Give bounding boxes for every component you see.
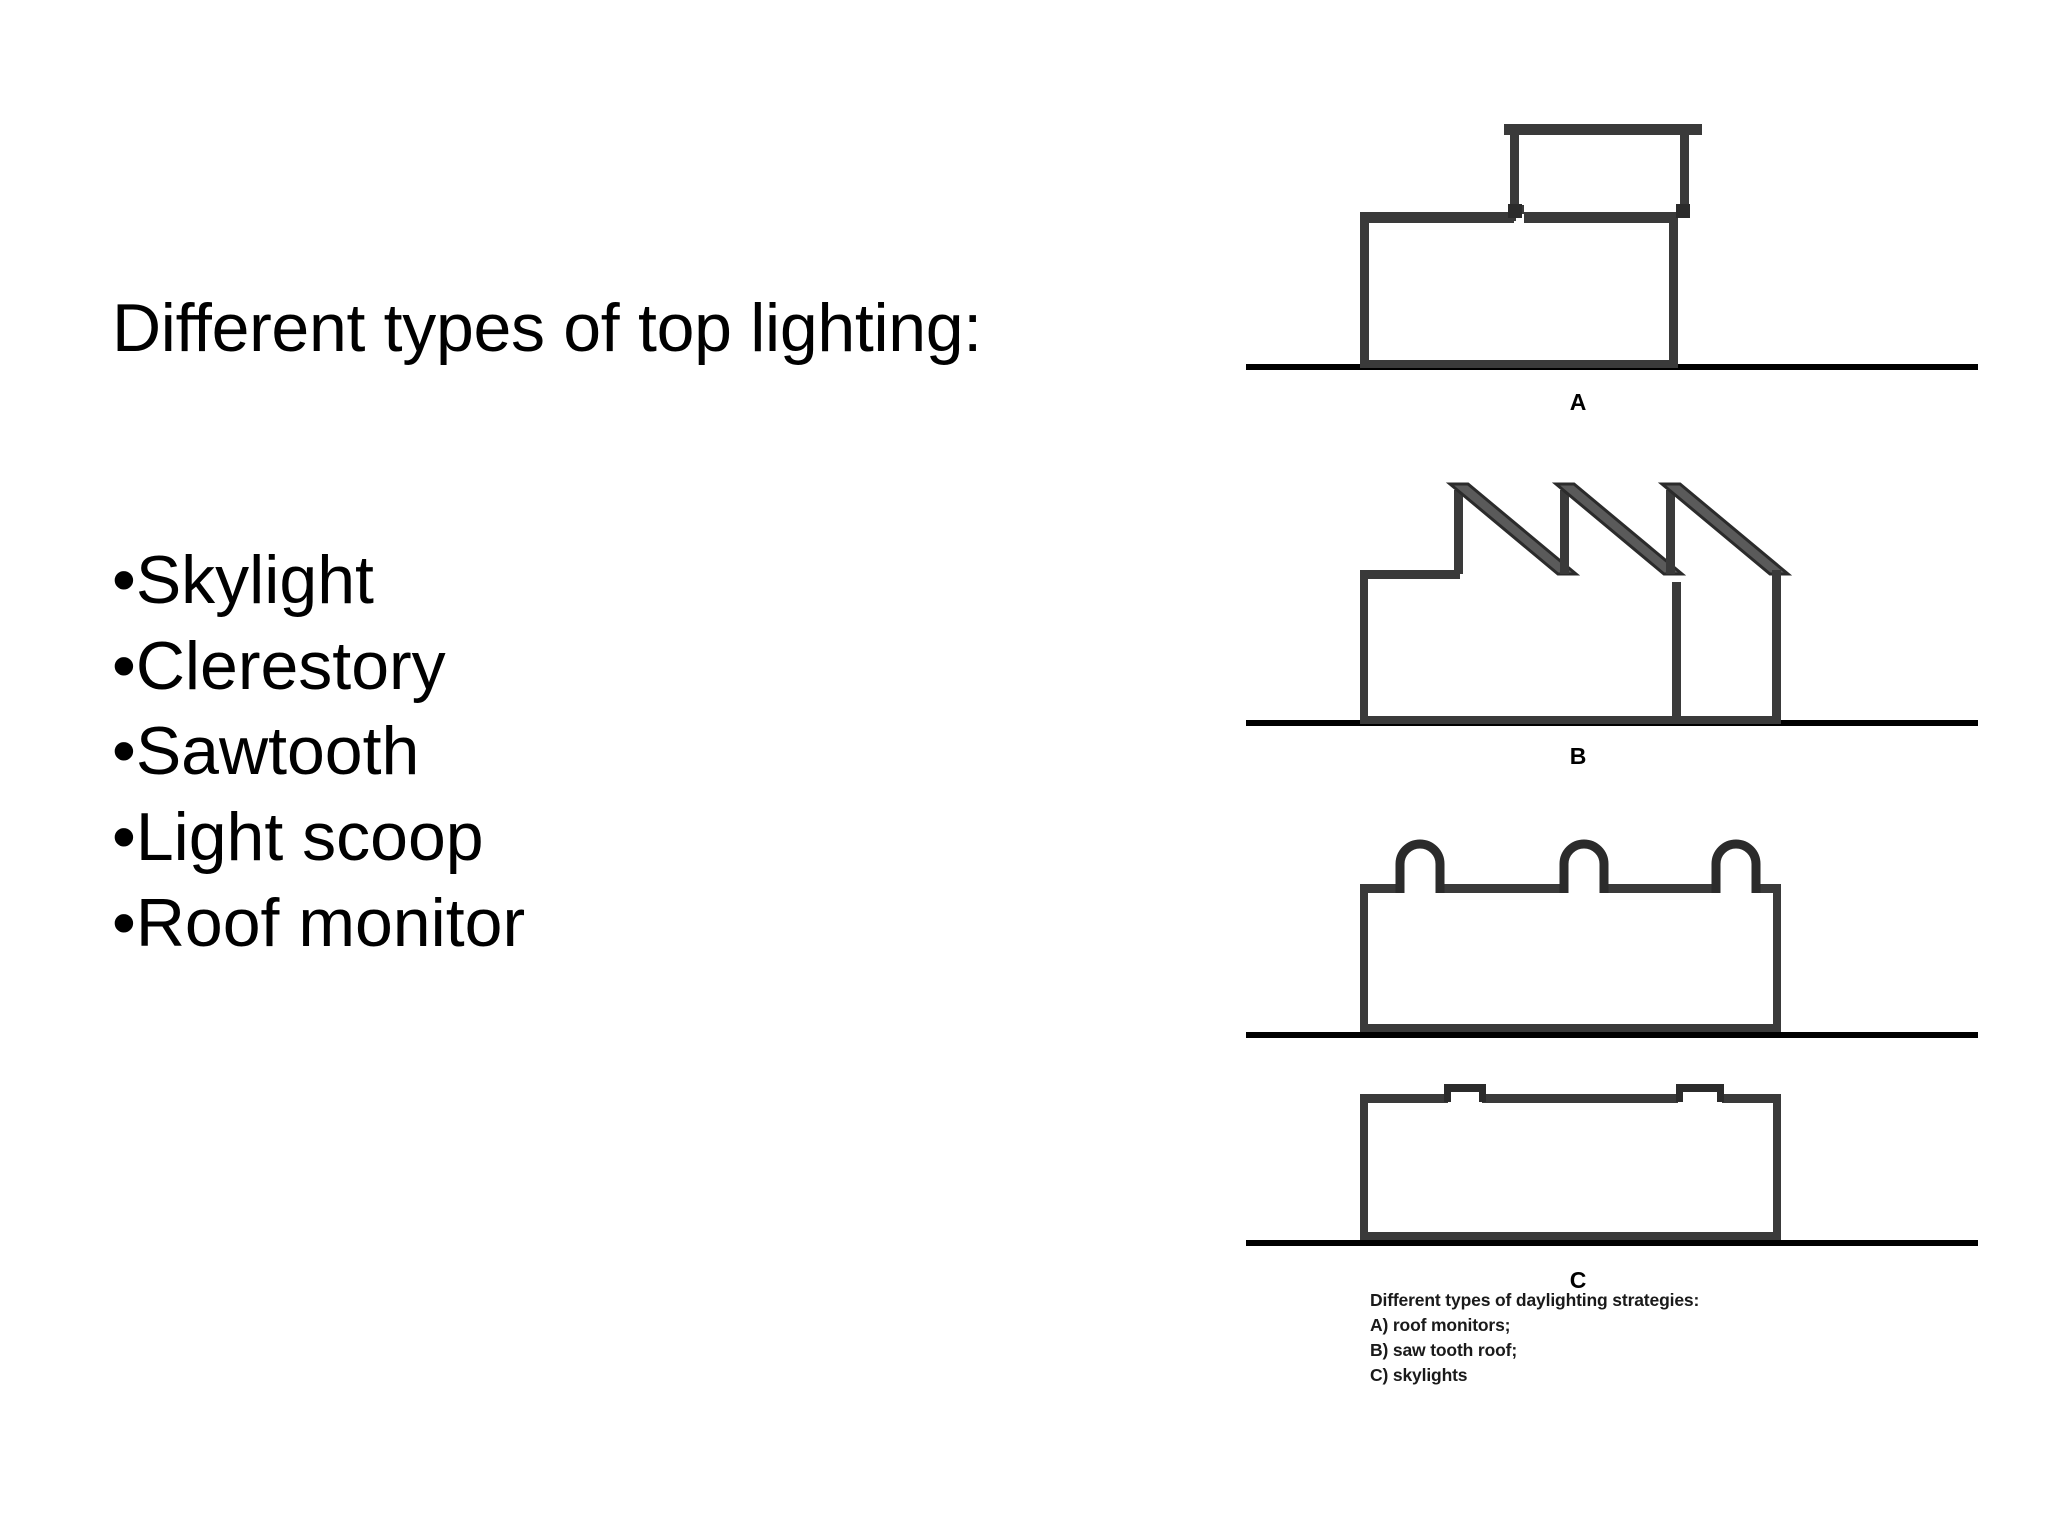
left-wall-c2 xyxy=(1360,1094,1368,1240)
monitor-roof-a xyxy=(1504,124,1702,135)
flat-skylight-2-curb-left-c2 xyxy=(1676,1084,1683,1102)
tooth-1-glazing-b xyxy=(1454,490,1463,574)
right-wall-top-b xyxy=(1772,570,1781,724)
bullet-icon: • xyxy=(112,884,136,961)
diagram-a-roof-monitor: A xyxy=(1246,124,1978,415)
roof-seg-1-c2 xyxy=(1360,1094,1448,1103)
right-wall-b xyxy=(1672,582,1681,724)
bullet-icon: • xyxy=(112,713,136,790)
roof-seg-2-c1 xyxy=(1440,884,1564,893)
bullet-icon: • xyxy=(112,627,136,704)
flat-skylight-1-curb-left-c2 xyxy=(1444,1084,1451,1102)
tooth-2-glazing-b xyxy=(1560,490,1569,574)
bullet-icon: • xyxy=(112,799,136,876)
dome-skylight-3-c1 xyxy=(1711,839,1761,893)
low-roof-b xyxy=(1360,570,1460,579)
list-item-label: Light scoop xyxy=(135,799,484,876)
monitor-base-right-a xyxy=(1676,204,1690,218)
flat-skylight-1-curb-right-c2 xyxy=(1479,1084,1486,1102)
building-body-a xyxy=(1360,205,1678,368)
daylighting-strategies-figure: A xyxy=(1232,92,1992,1412)
monitor-left-glazing-a xyxy=(1510,130,1519,216)
list-item: •Roof monitor xyxy=(112,881,1012,967)
roof-seg-3-c2 xyxy=(1722,1094,1781,1103)
tooth-2-slope-b xyxy=(1551,482,1687,576)
list-item-label: Sawtooth xyxy=(135,713,420,790)
caption-heading: Different types of daylighting strategie… xyxy=(1370,1290,1700,1310)
floor-slab-a xyxy=(1360,360,1678,368)
caption-line-b: B) saw tooth roof; xyxy=(1370,1340,1517,1361)
list-item: •Sawtooth xyxy=(112,709,1012,795)
list-item: •Skylight xyxy=(112,538,1012,624)
caption-line-c: C) skylights xyxy=(1370,1365,1468,1386)
floor-slab-c2 xyxy=(1360,1232,1781,1240)
list-item: •Light scoop xyxy=(112,795,1012,881)
flat-skylight-2-c2 xyxy=(1676,1084,1724,1092)
list-item-label: Clerestory xyxy=(135,627,446,704)
list-item-label: Roof monitor xyxy=(135,884,526,961)
tooth-1-slope-b xyxy=(1445,482,1581,576)
tooth-3-glazing-b xyxy=(1666,490,1675,574)
flat-skylight-1-c2 xyxy=(1444,1084,1486,1092)
bullet-icon: • xyxy=(112,542,136,618)
right-wall-a xyxy=(1670,212,1678,368)
roof-seg-1-c1 xyxy=(1360,884,1400,893)
floor-slab-c1 xyxy=(1360,1024,1781,1032)
page-title: Different types of top lighting: xyxy=(112,290,982,366)
roof-seg-3-c1 xyxy=(1604,884,1714,893)
ground-line-c2 xyxy=(1246,1240,1978,1246)
ground-line-c1 xyxy=(1246,1032,1978,1038)
top-lighting-bullet-list: •Skylight •Clerestory •Sawtooth •Light s… xyxy=(112,538,1012,966)
caption-line-a: A) roof monitors; xyxy=(1370,1315,1511,1336)
roof-seg-2-c2 xyxy=(1482,1094,1678,1103)
monitor-base-left-a xyxy=(1508,204,1522,218)
diagram-label-c: C xyxy=(1570,1267,1587,1293)
diagram-label-b: B xyxy=(1570,743,1587,769)
left-wall-c1 xyxy=(1360,884,1368,1032)
dome-skylight-1-c1 xyxy=(1395,839,1445,893)
lower-roof-right-a xyxy=(1524,212,1678,221)
title-container: Different types of top lighting: xyxy=(112,290,1202,366)
diagram-b-saw-tooth: B xyxy=(1246,482,1978,769)
diagram-c-domed-skylights xyxy=(1246,839,1978,1038)
diagram-c-flat-skylights: C xyxy=(1246,1084,1978,1293)
left-wall-a xyxy=(1360,212,1368,368)
right-wall-c2 xyxy=(1773,1094,1781,1240)
list-item-label: Skylight xyxy=(135,542,374,618)
dome-skylight-2-c1 xyxy=(1559,839,1609,893)
left-wall-b xyxy=(1360,570,1368,724)
diagram-label-a: A xyxy=(1570,389,1587,415)
flat-skylight-2-curb-right-c2 xyxy=(1717,1084,1724,1102)
tooth-3-slope-b xyxy=(1657,482,1793,576)
lower-roof-left-a xyxy=(1360,212,1516,221)
roof-seg-4-c1 xyxy=(1756,884,1781,893)
figure-caption: Different types of daylighting strategie… xyxy=(1370,1288,1840,1388)
floor-slab-b-2 xyxy=(1360,716,1781,724)
list-item: •Clerestory xyxy=(112,624,1012,710)
daylighting-diagram-svg: A xyxy=(1246,124,1978,1293)
monitor-right-wall-a xyxy=(1680,130,1689,216)
right-wall-c1 xyxy=(1773,884,1781,1032)
